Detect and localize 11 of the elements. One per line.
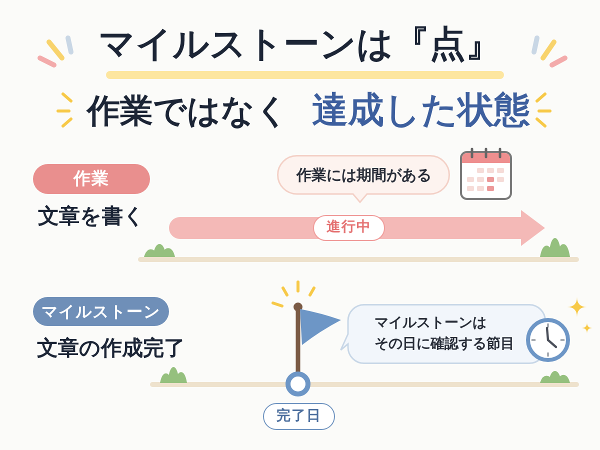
date-pill: 完了日 <box>263 403 335 430</box>
example-text: 文章の作成完了 <box>37 338 185 359</box>
subtitle: 達成した状態 <box>312 93 530 129</box>
title: マイルストーンは『点』 <box>98 27 502 63</box>
subtitle: 作業ではなく <box>87 94 289 127</box>
tag-pill: 作業 <box>33 164 150 194</box>
example-text: 文章を書く <box>38 206 145 227</box>
speech-bubble: 作業には期間がある <box>277 155 450 203</box>
speech-bubble: マイルストーンはその日に確認する節目 <box>340 304 546 364</box>
tag-pill: マイルストーン <box>33 297 169 326</box>
status-pill: 進行中 <box>313 215 385 241</box>
